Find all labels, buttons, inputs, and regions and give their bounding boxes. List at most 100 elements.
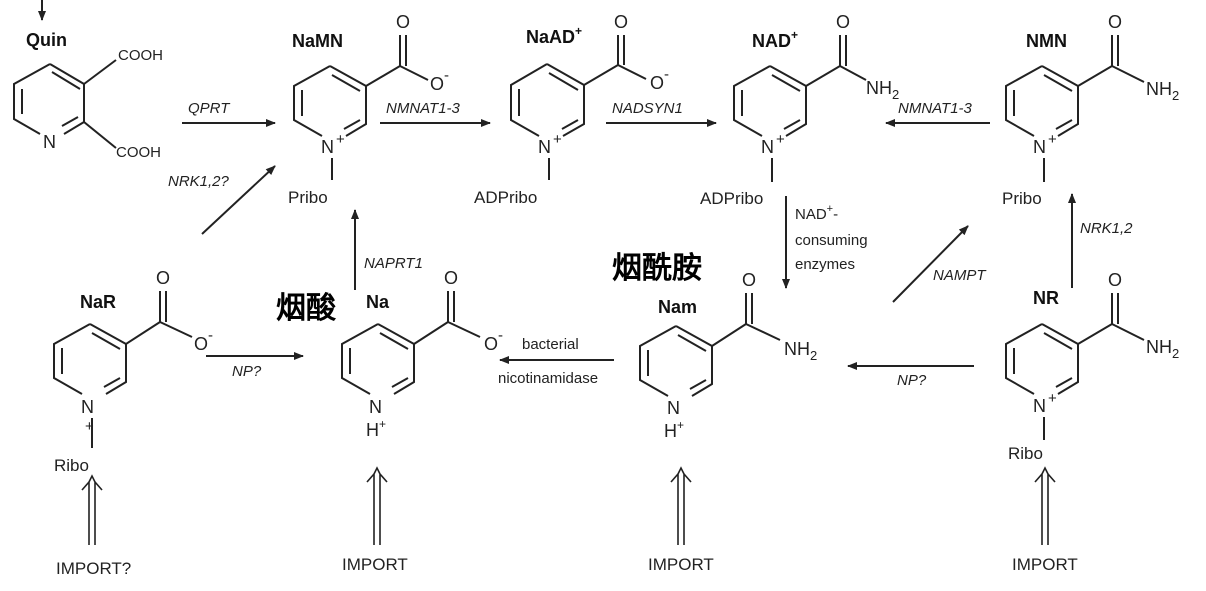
nam-ring-n: N: [667, 398, 680, 418]
enzyme-nrk-right: NRK1,2: [1080, 220, 1133, 237]
na-ring-n: N: [369, 397, 382, 417]
quin-bottom-sub: COOH: [116, 144, 161, 161]
nr-attach: Ribo: [1008, 444, 1043, 463]
enzyme-nrk-left: NRK1,2?: [168, 173, 230, 190]
naad-minus: -: [664, 66, 669, 83]
nmn-attach: Pribo: [1002, 189, 1042, 208]
naad-carbonyl-o: O: [614, 12, 628, 32]
import-nar: IMPORT?: [56, 474, 131, 578]
reaction-np-right: NP?: [847, 362, 974, 389]
enzyme-nampt: NAMPT: [933, 267, 987, 284]
na-cn-label: 烟酸: [276, 291, 337, 326]
compound-nad: NAD+ N + ADPribo O NH2: [700, 12, 899, 208]
reaction-bacterial-nicotinamidase: bacterial nicotinamidase: [498, 336, 614, 387]
nr-amide: NH2: [1146, 337, 1179, 361]
namn-name: NaMN: [292, 31, 343, 51]
namn-anion-o: O: [430, 74, 444, 94]
quin-name: Quin: [26, 30, 67, 50]
compound-nr: NR N + Ribo O NH2: [1005, 270, 1179, 463]
import-nar-label: IMPORT?: [56, 559, 131, 578]
enzyme-np-right: NP?: [897, 372, 927, 389]
compound-quin: Quin N COOH COOH: [13, 0, 163, 161]
enzyme-naprt: NAPRT1: [364, 255, 423, 272]
na-ring-h: H+: [366, 417, 386, 440]
reaction-nmnat-right: NMNAT1-3: [885, 100, 990, 127]
reaction-qprt: QPRT: [182, 100, 276, 127]
quin-ring-n: N: [43, 132, 56, 152]
nar-ring-n: N: [81, 397, 94, 417]
compound-nar: NaR N + Ribo O O -: [53, 268, 213, 475]
nad-carbonyl-o: O: [836, 12, 850, 32]
nam-amide: NH2: [784, 339, 817, 363]
nar-minus: -: [208, 327, 213, 344]
nad-plus: +: [776, 131, 785, 148]
nam-cn-label: 烟酰胺: [612, 251, 702, 286]
compound-na: 烟酸 Na N H+ O O -: [276, 268, 503, 440]
nad-amide: NH2: [866, 78, 899, 102]
naad-anion-o: O: [650, 73, 664, 93]
nad-ring-n: N: [761, 137, 774, 157]
note-consuming-2: consuming: [795, 232, 868, 249]
nmn-ring-n: N: [1033, 137, 1046, 157]
compound-nmn: NMN N + Pribo O NH2: [1002, 12, 1179, 208]
enzyme-qprt: QPRT: [188, 100, 231, 117]
import-na-label: IMPORT: [342, 555, 408, 574]
nam-name: Nam: [658, 297, 697, 317]
import-nr: IMPORT: [1012, 466, 1078, 574]
nmn-plus: +: [1048, 131, 1057, 148]
nar-carbonyl-o: O: [156, 268, 170, 288]
nam-carbonyl-o: O: [742, 270, 756, 290]
nad-attach: ADPribo: [700, 189, 763, 208]
note-consuming-3: enzymes: [795, 256, 855, 273]
reaction-nadsyn: NADSYN1: [606, 100, 717, 127]
na-carbonyl-o: O: [444, 268, 458, 288]
nr-name: NR: [1033, 288, 1059, 308]
namn-carbonyl-o: O: [396, 12, 410, 32]
nmn-carbonyl-o: O: [1108, 12, 1122, 32]
naad-attach: ADPribo: [474, 188, 537, 207]
quin-top-sub: COOH: [118, 47, 163, 64]
import-nr-label: IMPORT: [1012, 555, 1078, 574]
nar-name: NaR: [80, 292, 116, 312]
nar-plus: +: [85, 418, 94, 435]
na-minus: -: [498, 327, 503, 344]
namn-attach: Pribo: [288, 188, 328, 207]
namn-minus: -: [444, 67, 449, 84]
enzyme-nmnat-left: NMNAT1-3: [386, 100, 461, 117]
reaction-naprt: NAPRT1: [351, 209, 423, 290]
import-nam: IMPORT: [648, 466, 714, 574]
nr-carbonyl-o: O: [1108, 270, 1122, 290]
enzyme-np-left: NP?: [232, 363, 262, 380]
naad-plus: +: [553, 131, 562, 148]
reaction-nad-consuming: NAD+- consuming enzymes: [782, 196, 868, 289]
enzyme-nmnat-right: NMNAT1-3: [898, 100, 973, 117]
reaction-nrk-left: NRK1,2?: [168, 165, 276, 235]
enzyme-nadsyn: NADSYN1: [612, 100, 683, 117]
note-consuming-1: NAD+-: [795, 203, 838, 223]
namn-plus: +: [336, 131, 345, 148]
import-nam-label: IMPORT: [648, 555, 714, 574]
nar-attach: Ribo: [54, 456, 89, 475]
note-bacterial-2: nicotinamidase: [498, 370, 598, 387]
reaction-nrk-right: NRK1,2: [1068, 193, 1133, 288]
na-name: Na: [366, 292, 390, 312]
naad-ring-n: N: [538, 137, 551, 157]
nmn-name: NMN: [1026, 31, 1067, 51]
reaction-np-left: NP?: [206, 352, 304, 380]
nad-name: NAD+: [752, 28, 798, 51]
reaction-nmnat-left: NMNAT1-3: [380, 100, 491, 127]
compound-namn: NaMN N + Pribo O O -: [288, 12, 449, 207]
namn-ring-n: N: [321, 137, 334, 157]
naad-name: NaAD+: [526, 24, 582, 47]
import-na: IMPORT: [342, 466, 408, 574]
nar-anion-o: O: [194, 334, 208, 354]
compound-nam: 烟酰胺 Nam N H+ O NH2: [612, 251, 817, 441]
nmn-amide: NH2: [1146, 79, 1179, 103]
nr-plus: +: [1048, 390, 1057, 407]
compound-naad: NaAD+ N + ADPribo O O -: [474, 12, 669, 207]
nam-ring-h: H+: [664, 418, 684, 441]
reaction-nampt: NAMPT: [892, 225, 987, 303]
nr-ring-n: N: [1033, 396, 1046, 416]
na-anion-o: O: [484, 334, 498, 354]
